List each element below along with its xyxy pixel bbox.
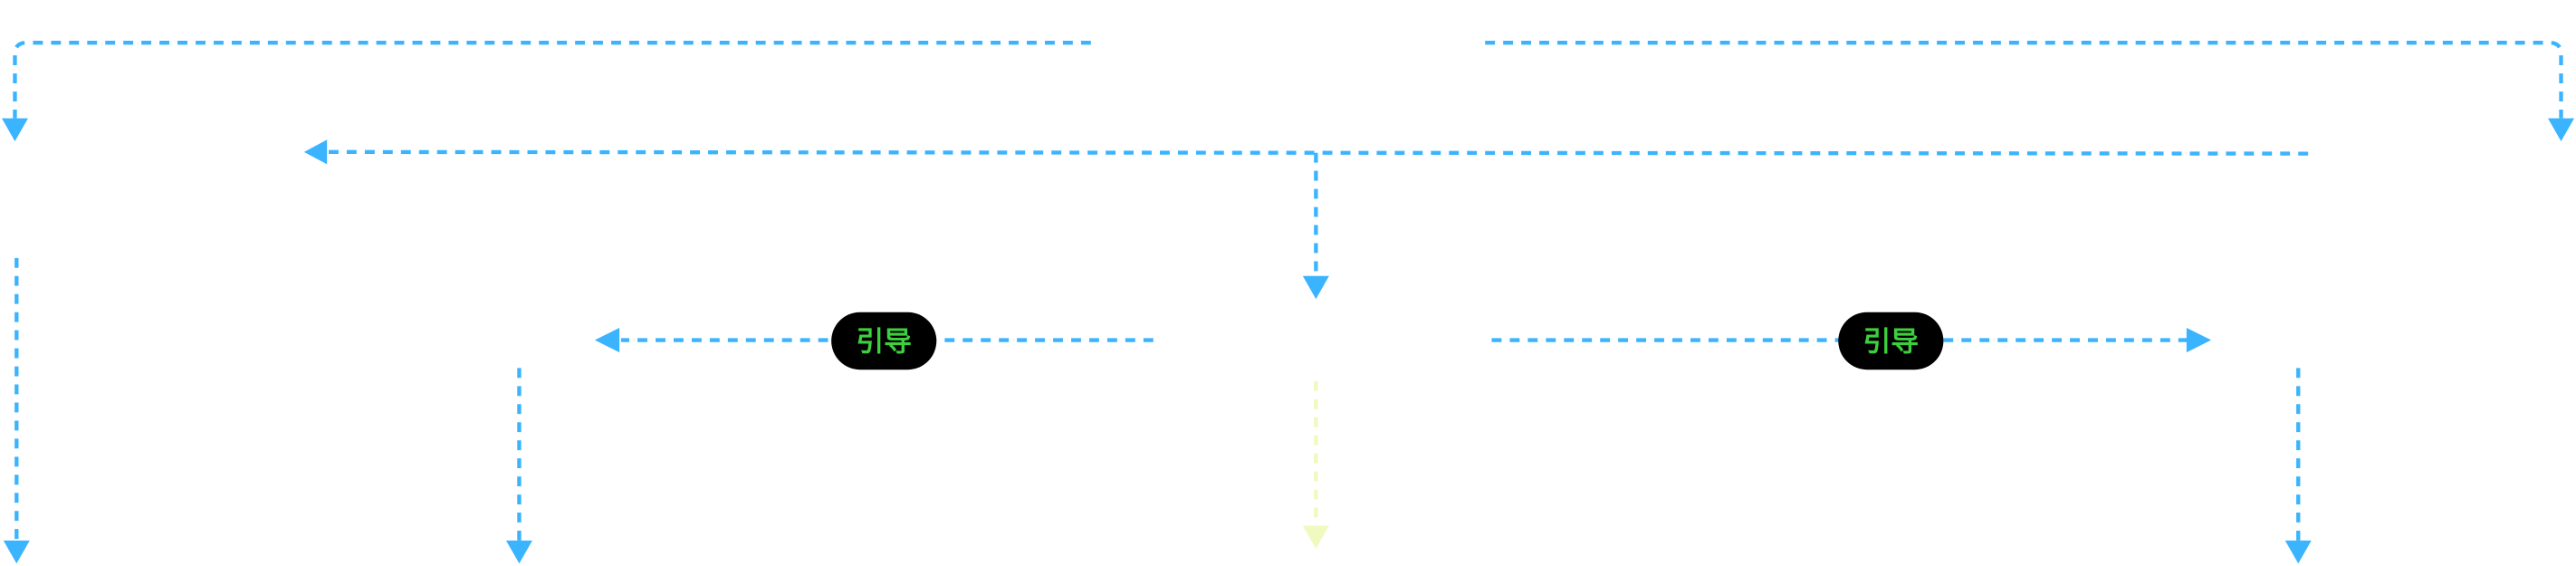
arrow-down-icon [2548,118,2575,142]
connector-middle-left [328,149,2309,156]
arrow-down-icon [3,540,30,564]
connector-top-left [13,40,1091,119]
guide-label-left: 引导 [831,312,937,370]
arrow-down-icon [2284,540,2312,564]
connector-top-right [1485,40,2563,119]
guide-label-right: 引导 [1838,312,1944,370]
arrow-right-icon [2186,327,2212,353]
arrow-down-faded-icon [1302,525,1329,549]
arrow-down-icon [1,118,28,142]
arrow-left-icon [594,327,620,353]
guide-label-right-text: 引导 [1863,325,1919,358]
arrow-left-icon [303,139,328,165]
guide-label-left-text: 引导 [856,325,912,358]
arrow-down-icon [1302,275,1329,300]
arrow-down-icon [505,540,532,564]
